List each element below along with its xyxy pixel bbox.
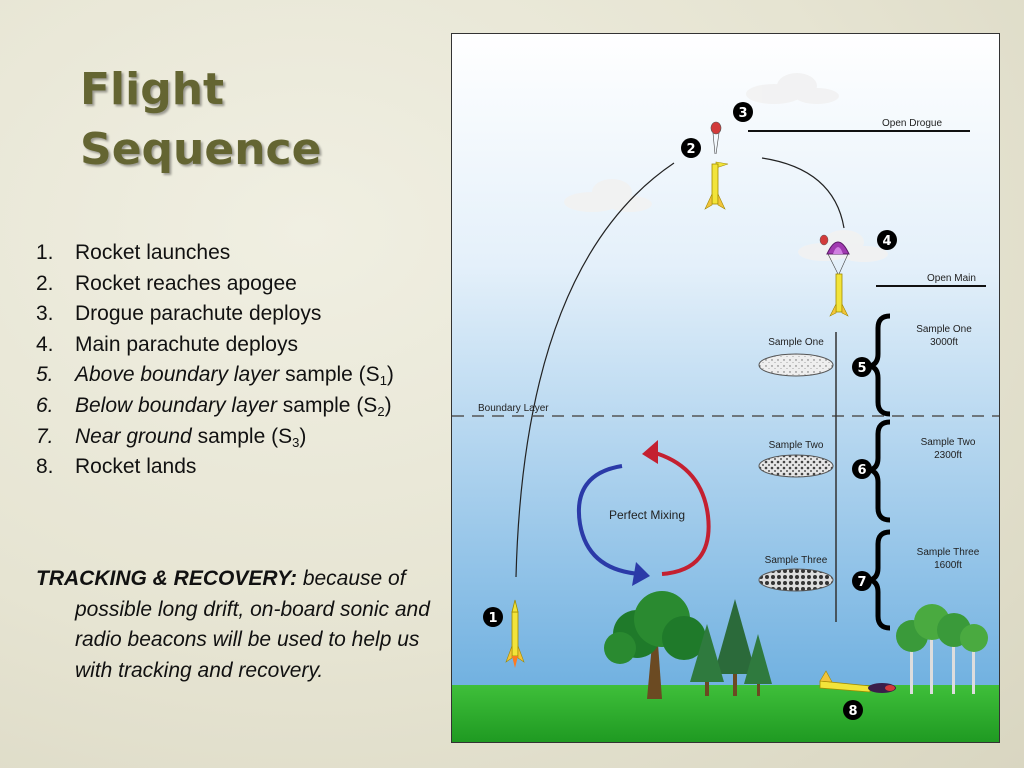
sample-two-altitude: 2300ft [934,450,962,461]
step-number: 8. [36,455,54,479]
step-text: Drogue parachute deploys [75,302,322,326]
flight-steps-list: 1. Rocket launches 2. Rocket reaches apoge… [36,238,394,483]
tracking-label: TRACKING & RECOVERY: [36,567,297,590]
blue-arrowhead-icon [632,562,650,586]
step-item: 2. Rocket reaches apogee [36,269,394,300]
slide-title-line-1: Flight [80,64,225,115]
sample-two-label: Sample Two [769,440,824,451]
step-text: Rocket lands [75,455,197,479]
pine-tree-icon [744,634,772,696]
step-marker: 3 [733,102,753,122]
step-item: 7. Near ground sample (S3) [36,422,394,453]
step-item: 5. Above boundary layer sample (S1) [36,360,394,391]
step-tail: ) [386,363,394,387]
step-subscript: 2 [377,403,385,419]
step-number: 4. [36,332,54,356]
step-tail: ) [384,393,392,417]
sample-three-label: Sample Three [765,555,828,566]
sample-one-altitude: 3000ft [930,337,958,348]
step-marker-number: 3 [738,106,747,121]
descent-trajectory [761,157,845,229]
sample-three-altitude: 1600ft [934,560,962,571]
step-marker-number: 4 [882,234,891,249]
main-parachute-icon [819,234,850,317]
rocket-landed-icon [819,670,896,693]
ground [452,685,999,742]
step-marker: 2 [681,138,701,158]
tracking-text: because of possible long drift, on-board… [75,567,430,682]
sample-one-ellipse [758,353,834,377]
boundary-layer-label: Boundary Layer [478,403,549,414]
step-marker-number: 1 [488,611,497,626]
step-marker: 6 [852,459,872,479]
mixing-arrow-blue [576,464,641,576]
tracking-recovery-paragraph: TRACKING & RECOVERY: because of possible… [36,564,436,686]
step-number: 5. [36,363,54,387]
cloud [798,230,888,262]
step-tail: ) [299,424,307,448]
flight-diagram-svg: Open Drogue Open Main Boundary Layer [452,34,999,742]
cloud [564,179,652,212]
step-italic-text: Below boundary layer [75,393,277,417]
mixing-arrow-red [651,450,711,576]
step-text: Rocket reaches apogee [75,271,297,295]
flight-diagram: Open Drogue Open Main Boundary Layer [451,33,1000,743]
step-subscript: 1 [379,373,387,389]
step-marker-number: 8 [848,704,857,719]
perfect-mixing-label: Perfect Mixing [609,508,685,522]
sample-one-altitude-name: Sample One [916,324,972,335]
step-number: 1. [36,241,54,264]
step-marker: 4 [877,230,897,250]
rocket-apogee-icon [704,161,729,210]
ascent-trajectory [515,162,675,578]
step-text: sample (S [191,424,293,448]
rocket-launch-icon [505,599,525,668]
drogue-parachute-icon [710,121,722,155]
step-text: sample (S [276,393,378,417]
pine-tree-icon [690,624,724,696]
step-item: 8. Rocket lands [36,452,394,483]
step-marker: 1 [483,607,503,627]
pine-tree-icon [714,599,756,696]
open-drogue-label: Open Drogue [882,118,942,129]
sample-two-altitude-name: Sample Two [921,437,976,448]
sky [452,34,999,694]
step-number: 3. [36,302,54,326]
deciduous-tree-icon [604,591,706,699]
step-italic-text: Above boundary layer [75,363,280,387]
step-text: Main parachute deploys [75,332,298,356]
step-text: sample (S [279,363,380,387]
step-marker: 8 [843,700,863,720]
open-main-label: Open Main [927,273,976,284]
sample-three-altitude-name: Sample Three [917,547,980,558]
slide-title-line-2: Sequence [80,124,322,175]
step-item: 1. Rocket launches [36,238,394,269]
step-text: Rocket launches [75,241,231,264]
step-italic-text: Near ground [75,424,192,448]
step-marker: 7 [852,571,872,591]
birch-trees-icon [896,604,988,694]
sample-three-ellipse [758,568,834,592]
step-item: 3. Drogue parachute deploys [36,299,394,330]
step-item: 4. Main parachute deploys [36,330,394,361]
step-number: 2. [36,271,54,295]
red-arrowhead-icon [642,440,658,464]
step-number: 6. [36,393,54,417]
step-marker-number: 6 [857,463,866,478]
step-number: 7. [36,424,54,448]
cloud [746,73,839,104]
step-item: 6. Below boundary layer sample (S2) [36,391,394,422]
sample-one-label: Sample One [768,337,824,348]
sample-two-ellipse [758,454,834,478]
step-marker-number: 5 [857,361,866,376]
step-marker-number: 7 [857,575,866,590]
step-marker-number: 2 [686,142,695,157]
step-marker: 5 [852,357,872,377]
step-subscript: 3 [292,434,300,450]
slide-title: Flight Sequence [80,60,321,180]
